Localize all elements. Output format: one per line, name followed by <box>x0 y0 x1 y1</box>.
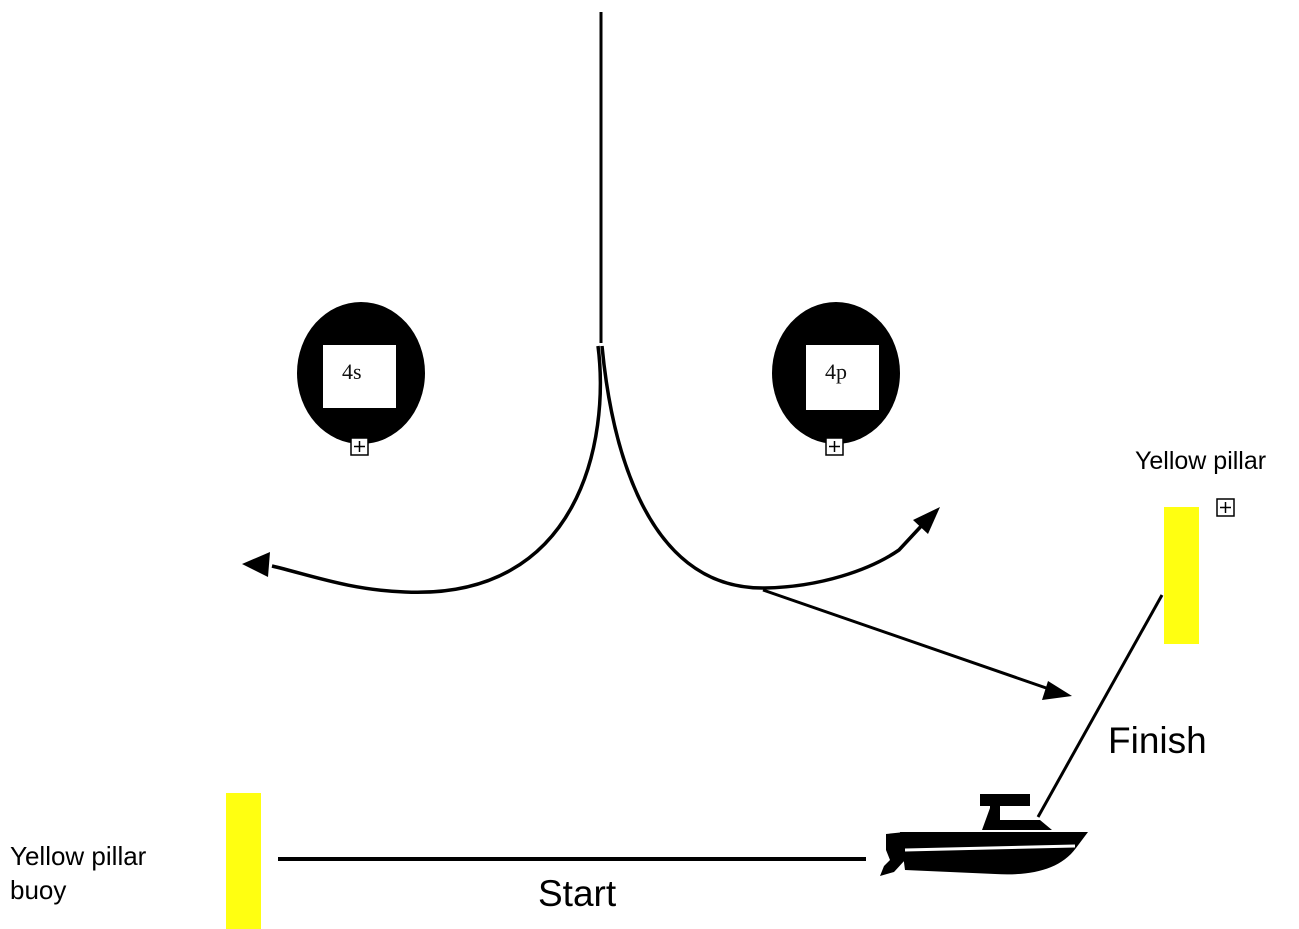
left-arrowhead <box>242 552 270 577</box>
box-plus-icon <box>1216 498 1235 517</box>
right-arrowhead <box>913 507 940 534</box>
buoy-4s-label-box <box>323 345 396 408</box>
buoy-4p-label: 4p <box>825 359 847 384</box>
finish-arrowhead <box>1042 681 1072 700</box>
yellow-pillar-right <box>1164 507 1199 644</box>
path-to-finish <box>762 588 1053 692</box>
left-exit-path <box>271 345 603 594</box>
boat-icon <box>880 794 1088 876</box>
buoy-4s-label: 4s <box>342 359 362 384</box>
box-plus-icon <box>350 437 369 456</box>
right-exit-path <box>600 345 927 590</box>
yellow-pillar-right-label: Yellow pillar <box>1135 447 1267 475</box>
finish-label: Finish <box>1108 720 1207 761</box>
start-label: Start <box>538 873 617 914</box>
box-plus-icon <box>825 437 844 456</box>
yellow-pillar-left <box>226 793 261 929</box>
buoy-4p-label-box <box>806 345 879 410</box>
finish-line <box>1036 594 1164 818</box>
yellow-pillar-left-label: Yellow pillar buoy <box>10 841 147 905</box>
